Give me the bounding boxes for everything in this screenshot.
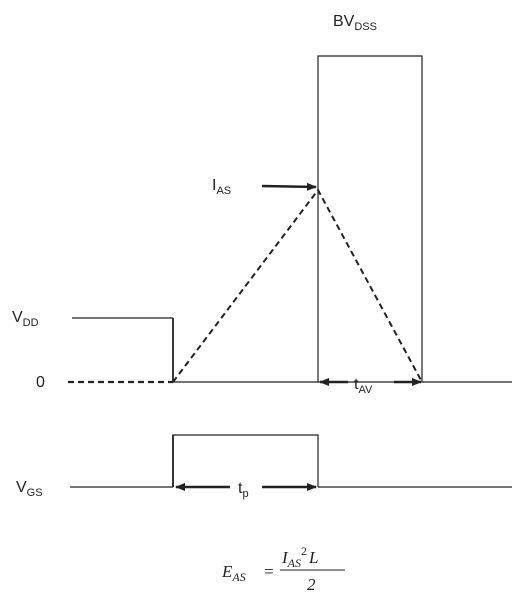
- vgs-pulse: [172, 434, 319, 487]
- bvdss-pulse: [317, 55, 423, 382]
- vdd-label: VDD: [12, 309, 39, 329]
- ias-current-ramp: [172, 188, 423, 383]
- bvdss-label: BVDSS: [333, 13, 377, 33]
- ias-label: IAS: [212, 177, 231, 197]
- equation-equals: =: [263, 562, 274, 581]
- equation-denominator: 2: [307, 575, 316, 594]
- vgs-label: VGS: [16, 479, 43, 499]
- equation-lhs: EAS: [221, 562, 246, 584]
- ias-arrow: [261, 182, 317, 191]
- tp-label: tp: [238, 480, 249, 500]
- zero-label: 0: [36, 374, 45, 391]
- tav-label: tAV: [354, 376, 373, 396]
